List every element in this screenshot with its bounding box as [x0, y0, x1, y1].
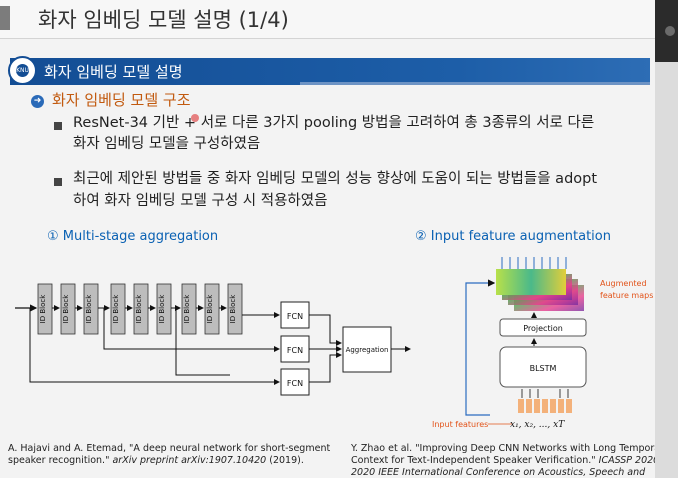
title-bar: 화자 임베딩 모델 설명 (1/4): [0, 0, 655, 39]
id-block-label: ID Block: [229, 294, 237, 324]
id-block-label: ID Block: [206, 294, 214, 324]
id-block-label: ID Block: [158, 294, 166, 324]
subsection-title: 화자 임베딩 모델 구조: [52, 91, 191, 109]
slide-title: 화자 임베딩 모델 설명 (1/4): [38, 8, 289, 32]
reference-right-line-1: Y. Zhao et al. "Improving Deep CNN Netwo…: [351, 443, 655, 454]
id-block-label: ID Block: [135, 294, 143, 324]
id-block-label: ID Block: [85, 294, 93, 324]
arrow-circle-icon: ➜: [31, 95, 44, 108]
laser-pointer: [191, 114, 199, 122]
slide-canvas: 화자 임베딩 모델 설명 (1/4) KNU 화자 임베딩 모델 설명 ➜ 화자…: [0, 0, 655, 478]
id-block: ID Block: [83, 283, 99, 335]
section-title: 화자 임베딩 모델 설명: [44, 63, 183, 81]
reference-right-line-2: Context for Text-Independent Speaker Ver…: [351, 455, 599, 466]
fcn-label: FCN: [287, 312, 303, 321]
blstm-label: BLSTM: [530, 364, 557, 373]
logo-initials: KNU: [16, 64, 29, 77]
bullet-square-icon: [54, 178, 62, 186]
id-block-label: ID Block: [62, 294, 70, 324]
reference-left-line-1: A. Hajavi and A. Etemad, "A deep neural …: [8, 443, 331, 454]
reference-left-line-2: speaker recognition.": [8, 455, 113, 466]
reference-right-line-3: 2020 IEEE International Conference on Ac…: [351, 467, 646, 478]
fcn-label: FCN: [287, 379, 303, 388]
reference-left: A. Hajavi and A. Etemad, "A deep neural …: [8, 443, 330, 467]
feature-augmentation-diagram: Augmented feature maps Projection BLSTM …: [432, 257, 653, 430]
id-block: ID Block: [181, 283, 197, 335]
university-logo-icon: KNU: [8, 56, 37, 85]
left-figure-heading: ① Multi-stage aggregation: [47, 229, 219, 244]
id-block: ID Block: [133, 283, 149, 335]
bullet-1-line-2: 화자 임베딩 모델을 구성하였음: [73, 136, 261, 152]
fcn-label: FCN: [287, 346, 303, 355]
reference-left-year: (2019).: [266, 455, 304, 466]
id-block: ID Block: [60, 283, 76, 335]
blstm-box: BLSTM: [499, 346, 587, 388]
bullet-2-line-2: 하여 화자 임베딩 모델 구성 시 적용하였음: [73, 193, 328, 209]
aggregation-box: Aggregation: [342, 326, 392, 373]
id-block: ID Block: [156, 283, 172, 335]
webcam-avatar-icon: [665, 26, 675, 36]
window-side-panel: [655, 0, 678, 478]
title-accent: [0, 6, 10, 30]
aggregation-label: Aggregation: [346, 346, 389, 354]
reference-right-conference: ICASSP 2020-: [598, 455, 655, 466]
id-block: ID Block: [110, 283, 126, 335]
bullet-2-line-1: 최근에 제안된 방법들 중 화자 임베딩 모델의 성능 향상에 도움이 되는 방…: [73, 171, 598, 187]
id-block-label: ID Block: [112, 294, 120, 324]
reference-left-journal: arXiv preprint arXiv:1907.10420: [112, 455, 267, 466]
augmented-label-line-2: feature maps: [600, 291, 653, 300]
fcn-box: FCN: [280, 368, 310, 396]
id-block: ID Block: [37, 283, 53, 335]
fcn-box: FCN: [280, 301, 310, 329]
input-features-label: Input features: [432, 420, 488, 429]
section-header-bar: [10, 58, 650, 85]
right-figure-heading: ② Input feature augmentation: [415, 229, 611, 244]
reference-right: Y. Zhao et al. "Improving Deep CNN Netwo…: [351, 443, 655, 478]
input-sequence-label: x₁, x₂, ..., xT: [510, 420, 565, 430]
bullet-1-line-1: ResNet-34 기반 + 서로 다른 3가지 pooling 방법을 고려하…: [73, 115, 595, 131]
projection-label: Projection: [523, 324, 563, 333]
feature-map-layer: [496, 269, 566, 295]
id-block: ID Block: [204, 283, 220, 335]
multi-stage-aggregation-diagram: ID Block ID Block ID Block ID Block ID B…: [15, 257, 653, 430]
id-block-label: ID Block: [39, 294, 47, 324]
augmented-label-line-1: Augmented: [600, 279, 647, 288]
id-block: ID Block: [227, 283, 243, 335]
id-block-label: ID Block: [183, 294, 191, 324]
section-header-underline: [300, 82, 650, 85]
input-feature-bars: [518, 399, 572, 413]
bullet-square-icon: [54, 122, 62, 130]
fcn-box: FCN: [280, 335, 310, 363]
projection-box: Projection: [499, 318, 587, 337]
